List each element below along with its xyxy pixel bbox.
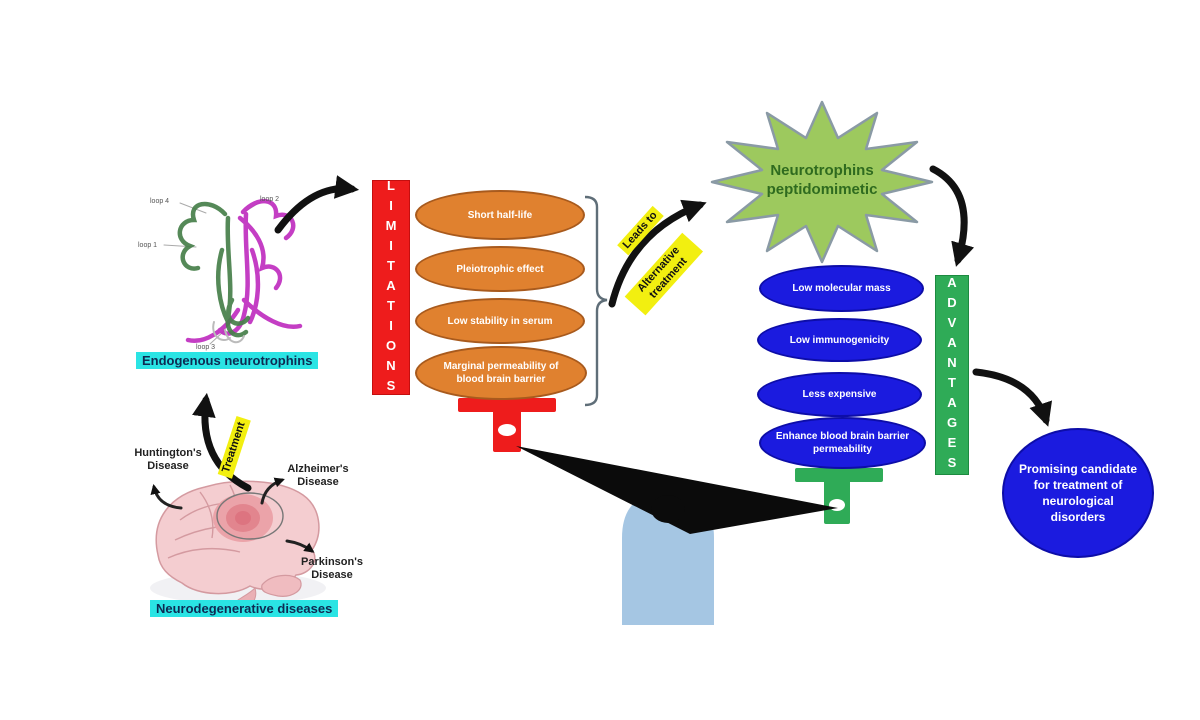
starburst-shape [710,100,934,264]
protein-loop-label: loop 1 [138,242,158,249]
arrow-to-alzheimers [260,477,285,505]
neurotrophins-peptidomimetic-label: Neurotrophins peptidomimetic [766,162,878,198]
red-weighing-stand [458,398,556,452]
advantage-ellipse: Less expensive [757,372,922,417]
green-weighing-stand [795,468,883,524]
balance-beam [516,446,838,534]
brain-illustration [150,480,326,611]
limitations-bracket [584,195,608,407]
arrow-starburst-to-advantages [929,165,975,267]
advantage-ellipse: Low immunogenicity [757,318,922,362]
neurodegenerative-diseases-label: Neurodegenerative diseases [150,600,339,617]
protein-loop-label: loop 2 [260,196,280,203]
arrow-to-huntingtons [150,484,183,510]
limitation-ellipse: Marginal permeability of blood brain bar… [415,346,587,400]
arrow-protein-to-limitations [274,175,360,234]
arrow-treatment-up [192,392,252,492]
fulcrum-pivot-dot [651,495,685,523]
huntingtons-disease-label: Huntington's Disease [134,447,202,473]
brain-annotation-circle [216,492,284,540]
flow-arrows [192,165,1053,492]
protein-loop-label: loop 4 [150,198,170,205]
advantage-ellipse: Enhance blood brain barrier permeability [759,417,926,469]
neurotrophin-protein-illustration [163,199,303,345]
arrow-to-parkinsons [285,539,315,553]
limitations-banner: LIMITATIONS [372,178,410,398]
advantages-banner: ADVANTAGES [935,275,969,475]
limitation-ellipse: Short half-life [415,190,585,240]
limitation-ellipse: Pleiotrophic effect [415,246,585,292]
parkinsons-disease-label: Parkinson's Disease [301,556,363,582]
limitation-ellipse: Low stability in serum [415,298,585,344]
arrow-advantages-to-outcome [972,368,1053,427]
protein-loop-label: loop 3 [196,344,216,351]
alzheimers-disease-label: Alzheimer's Disease [287,463,349,489]
disease-pointer-arrows [150,477,315,553]
outcome-circle: Promising candidate for treatment of neu… [1002,428,1154,558]
arrow-leads-to-alternative [608,199,707,308]
advantage-ellipse: Low molecular mass [759,265,924,312]
endogenous-neurotrophins-label: Endogenous neurotrophins [136,352,319,369]
